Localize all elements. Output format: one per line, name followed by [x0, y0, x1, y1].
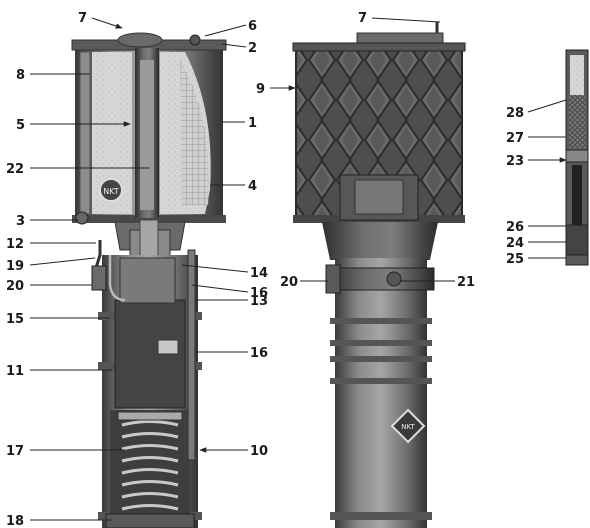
- label-17: 17: [6, 444, 24, 459]
- handle-ext-ring-1: [330, 318, 432, 324]
- detonator: [140, 60, 154, 210]
- spring-plate: [117, 411, 183, 421]
- label-19: 19: [6, 259, 24, 274]
- label-20-middle: 20: [280, 275, 298, 290]
- base-plug: [105, 513, 195, 528]
- fragmentation-liner: [180, 60, 209, 205]
- outer-wall: [79, 51, 91, 215]
- label-26: 26: [506, 220, 524, 235]
- svg-text:NKT: NKT: [103, 187, 119, 196]
- fuze-bracket-inner: [354, 179, 404, 215]
- detonator-charge: [570, 55, 584, 95]
- detonator-base: [565, 224, 589, 256]
- label-11: 11: [6, 364, 24, 379]
- label-23: 23: [506, 154, 524, 169]
- leader-lines: [29, 17, 567, 521]
- part-labels: 7 6 2 8 1 5 22 4 3 12 19 14 20 16 13 15 …: [6, 11, 524, 528]
- label-5: 5: [16, 118, 25, 133]
- label-1: 1: [248, 116, 257, 131]
- detonator-knurl: [569, 95, 585, 150]
- label-15: 15: [6, 312, 24, 327]
- label-21: 21: [457, 275, 475, 290]
- handle-exterior: [335, 258, 427, 528]
- primer-cap: [157, 339, 179, 355]
- detonator-core: [572, 165, 582, 255]
- detonator-detail: [565, 49, 589, 266]
- label-27: 27: [506, 131, 524, 146]
- handle-ext-ring-2: [330, 340, 432, 346]
- label-2: 2: [248, 41, 257, 56]
- label-22: 22: [6, 162, 24, 177]
- side-screw: [75, 211, 89, 225]
- firing-pin-assembly: [119, 257, 176, 304]
- label-7-middle: 7: [358, 11, 367, 26]
- wire-loop: [108, 255, 126, 302]
- label-6: 6: [248, 19, 257, 34]
- label-3: 3: [16, 214, 25, 229]
- label-20-left: 20: [6, 279, 24, 294]
- label-16-lower: 16: [250, 346, 268, 361]
- label-16-upper: 16: [250, 286, 268, 301]
- safety-clip: [91, 265, 107, 291]
- label-4: 4: [248, 179, 257, 194]
- top-screw: [189, 34, 201, 46]
- spring-chamber: [110, 410, 190, 518]
- cutaway-view: NKT: [71, 32, 227, 528]
- diamond-emblem-icon: NKT: [390, 408, 426, 444]
- neck-exterior: [322, 222, 438, 260]
- warhead-ext-top-rim: [292, 42, 466, 52]
- label-24: 24: [506, 236, 524, 251]
- right-rod: [187, 249, 196, 461]
- label-8: 8: [16, 68, 25, 83]
- label-25: 25: [506, 252, 524, 267]
- handle-ext-ring-3: [330, 356, 432, 362]
- handle-ext-ring-4: [330, 378, 432, 384]
- label-7-left: 7: [78, 11, 87, 26]
- label-13: 13: [250, 294, 268, 309]
- svg-text:NKT: NKT: [401, 423, 415, 431]
- label-10: 10: [250, 444, 268, 459]
- clamp-screw: [386, 271, 402, 287]
- emblem-badge-left: NKT: [99, 178, 123, 202]
- label-18: 18: [6, 514, 24, 528]
- clamp-ring: [327, 267, 435, 291]
- handle-ext-ring-5: [330, 512, 432, 520]
- label-9: 9: [256, 82, 265, 97]
- warhead-bottom-rim: [72, 215, 226, 223]
- label-12: 12: [6, 237, 24, 252]
- label-14: 14: [250, 266, 268, 281]
- main-spring: [121, 420, 179, 511]
- exterior-view: NKT: [292, 22, 466, 528]
- detonator-band: [565, 149, 589, 163]
- side-lever-ext: [325, 264, 341, 294]
- label-28: 28: [506, 106, 524, 121]
- top-cap: [117, 32, 163, 48]
